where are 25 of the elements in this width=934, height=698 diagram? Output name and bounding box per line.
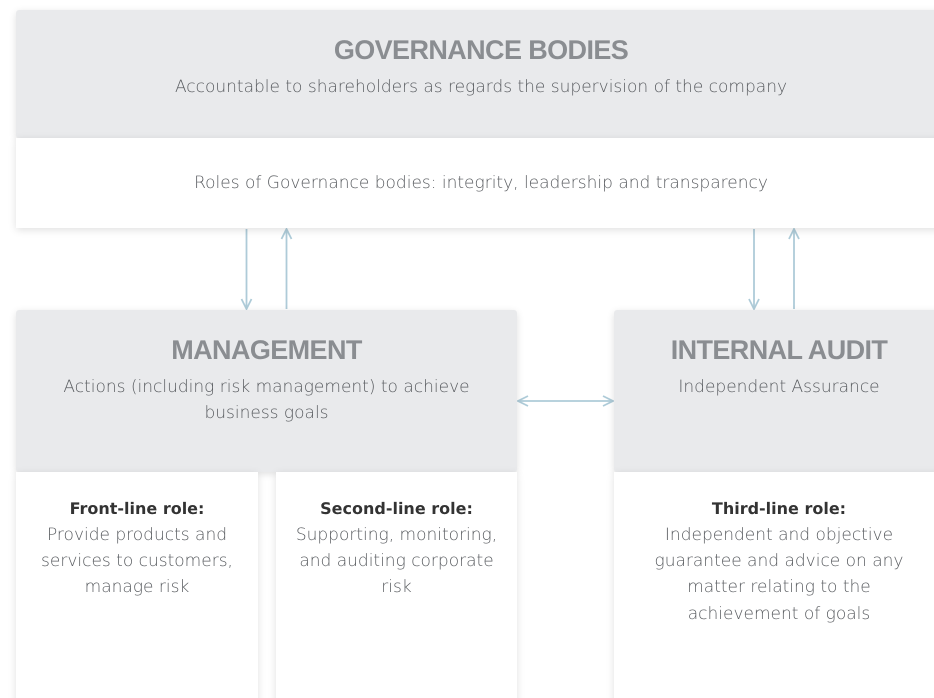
arrow	[240, 229, 252, 310]
role-title: Front-line role:	[70, 498, 204, 520]
role-description: Supporting, monitoring, and auditing corporate risk	[294, 524, 498, 600]
role-description: Provide products and services to customers, manage risk	[40, 524, 234, 600]
header-panel	[16, 310, 517, 472]
roles-band	[16, 138, 934, 228]
section-description: Accountable to shareholders as regards the supervision of the company	[174, 76, 788, 99]
section-description: Independent Assurance	[678, 376, 880, 399]
role-description: Independent and objective guarantee and advice on any matter relating to the achievement of goals	[654, 524, 904, 626]
section-heading: MANAGEMENT	[171, 336, 362, 366]
arrow	[280, 228, 292, 309]
role-card	[276, 472, 517, 698]
arrow	[517, 395, 614, 407]
role-title: Second-line role:	[320, 498, 473, 520]
roles-text: Roles of Governance bodies: integrity, leadership and transparency	[194, 172, 768, 195]
arrow	[788, 228, 800, 309]
role-card	[614, 472, 934, 698]
role-title: Third-line role:	[712, 498, 846, 520]
section-heading: INTERNAL AUDIT	[670, 336, 888, 366]
section-description: Actions (including risk management) to achieve business goals	[62, 376, 471, 426]
section-heading: GOVERNANCE BODIES	[334, 36, 628, 66]
header-panel	[614, 310, 934, 472]
role-card	[16, 472, 258, 698]
arrow	[748, 229, 760, 310]
header-panel	[16, 10, 934, 138]
